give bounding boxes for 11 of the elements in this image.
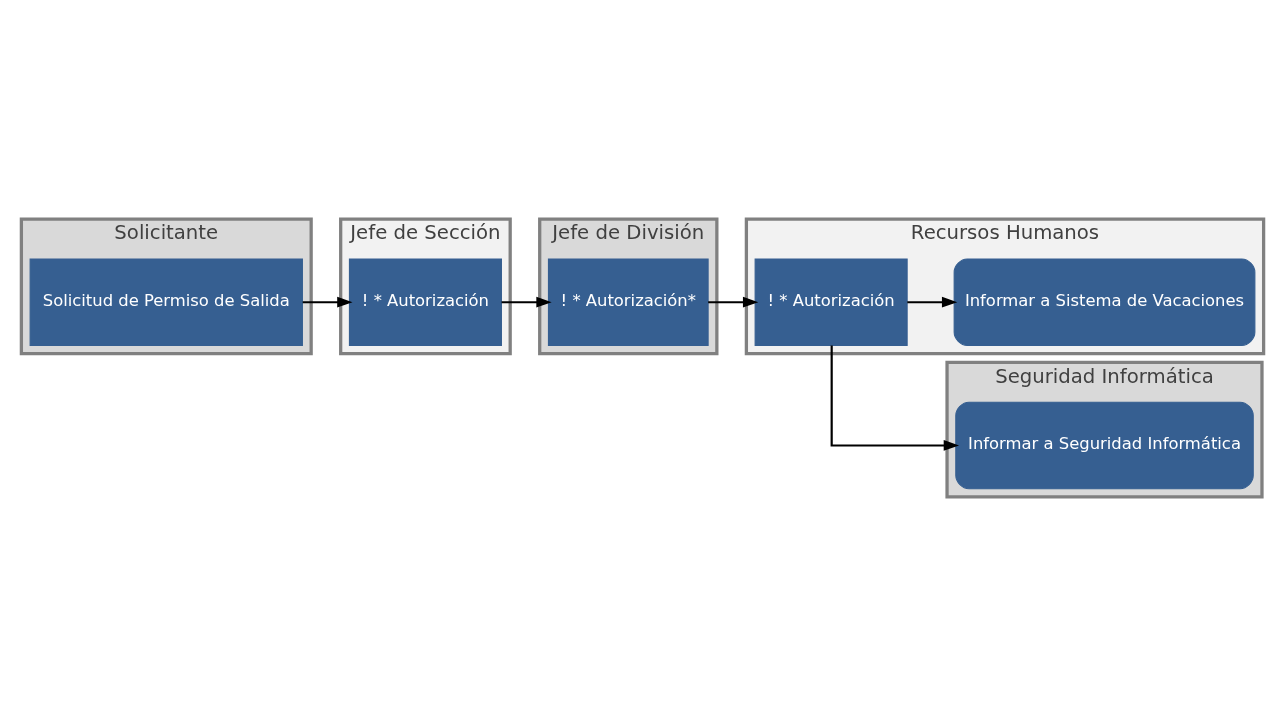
arrow (907, 296, 958, 308)
arrow (501, 296, 552, 308)
arrow (708, 296, 759, 308)
node-box: Solicitud de Permiso de Salida (29, 258, 303, 346)
node-box: ! * Autorización (348, 258, 502, 346)
node-box: Informar a Seguridad Informática (955, 401, 1254, 489)
node-box: ! * Autorización* (547, 258, 709, 346)
arrow (830, 345, 960, 451)
node-box: ! * Autorización (754, 258, 908, 346)
node-box: Informar a Sistema de Vacaciones (953, 258, 1256, 346)
arrow (302, 296, 353, 308)
